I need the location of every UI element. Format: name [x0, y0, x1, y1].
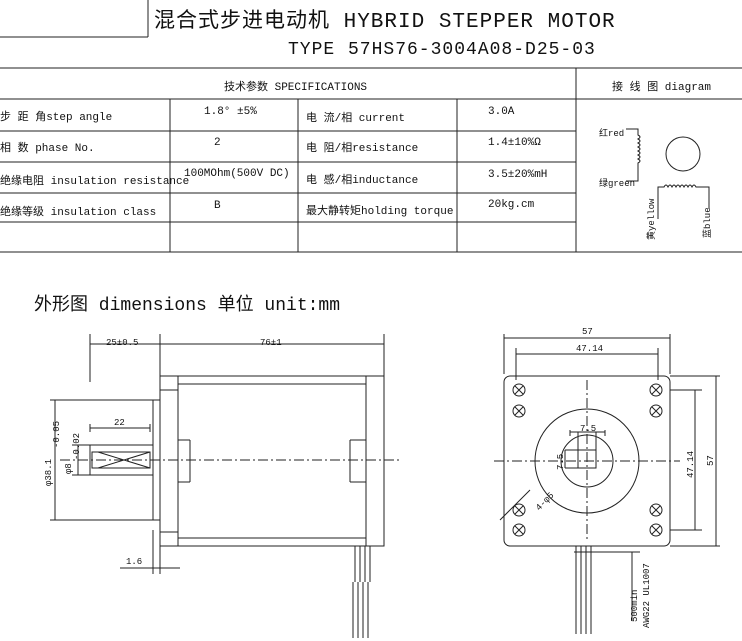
spec-label-step-angle: 步 距 角step angle: [0, 112, 113, 124]
spec-value-insulation-class: B: [214, 200, 221, 212]
dimensions-title: 外形图 dimensions 单位 unit:mm: [34, 296, 341, 316]
spec-label-inductance: 电 感/相inductance: [306, 175, 419, 187]
dim-shaft-diameter: φ8: [64, 463, 74, 474]
dim-front-side-spacing: 47.14: [686, 450, 696, 478]
dim-front-outer: 57: [582, 327, 593, 337]
wire-red-label: 红red: [599, 129, 625, 139]
spec-label-resistance: 电 阻/相resistance: [306, 143, 419, 155]
dim-shaft-length: 25±0.5: [106, 338, 139, 348]
page-title: 混合式步进电动机 HYBRID STEPPER MOTOR: [154, 11, 616, 34]
wire-green-label: 绿green: [599, 179, 636, 189]
dim-pilot-diameter: φ38.1: [44, 458, 54, 486]
spec-label-current: 电 流/相 current: [306, 113, 406, 125]
spec-value-step-angle: 1.8° ±5%: [204, 106, 257, 118]
spec-value-inductance: 3.5±20%mH: [488, 169, 548, 181]
dim-flat-length: 22: [114, 418, 125, 428]
diagram-header: 接 线 图 diagram: [612, 82, 712, 94]
model-number: 57HS76-3004A08-D25-03: [348, 40, 596, 60]
dim-lead-awg: AWG22 UL1007: [642, 563, 652, 628]
spec-label-insulation-class: 绝缘等级 insulation class: [0, 207, 157, 219]
side-view-drawing: [50, 334, 400, 638]
front-view-drawing: [494, 334, 720, 634]
dim-lead-length: 500min: [630, 589, 640, 622]
spec-value-phase: 2: [214, 137, 221, 149]
wire-blue-label: 蓝blue: [703, 207, 713, 238]
dim-shaft-tolerance: -0.02: [72, 432, 82, 460]
spec-value-resistance: 1.4±10%Ω: [488, 137, 541, 149]
spec-value-insulation-resistance: 100MOhm(500V DC): [184, 168, 290, 180]
spec-label-phase: 相 数 phase No.: [0, 143, 95, 155]
dim-front-hole-spacing: 47.14: [576, 344, 604, 354]
spec-value-holding-torque: 20kg.cm: [488, 199, 535, 211]
dim-front-flat-height: 7.5: [556, 453, 566, 470]
dim-body-length: 76±1: [260, 338, 282, 348]
spec-value-current: 3.0A: [488, 106, 515, 118]
dim-pilot-tolerance: -0.05: [52, 420, 62, 448]
wire-yellow-label: 黄yellow: [647, 198, 657, 240]
dim-front-flat: 7.5: [580, 424, 597, 434]
spec-label-insulation-resistance: 绝缘电阻 insulation resistance: [0, 176, 190, 188]
spec-label-holding-torque: 最大静转矩holding torque: [306, 206, 454, 218]
wiring-diagram: [626, 128, 710, 219]
spec-table-grid: [0, 0, 742, 253]
type-label: TYPE: [288, 40, 336, 60]
spec-header: 技术参数 SPECIFICATIONS: [224, 82, 368, 94]
dim-pilot-height: 1.6: [126, 557, 143, 567]
dim-front-side-outer: 57: [706, 455, 716, 466]
